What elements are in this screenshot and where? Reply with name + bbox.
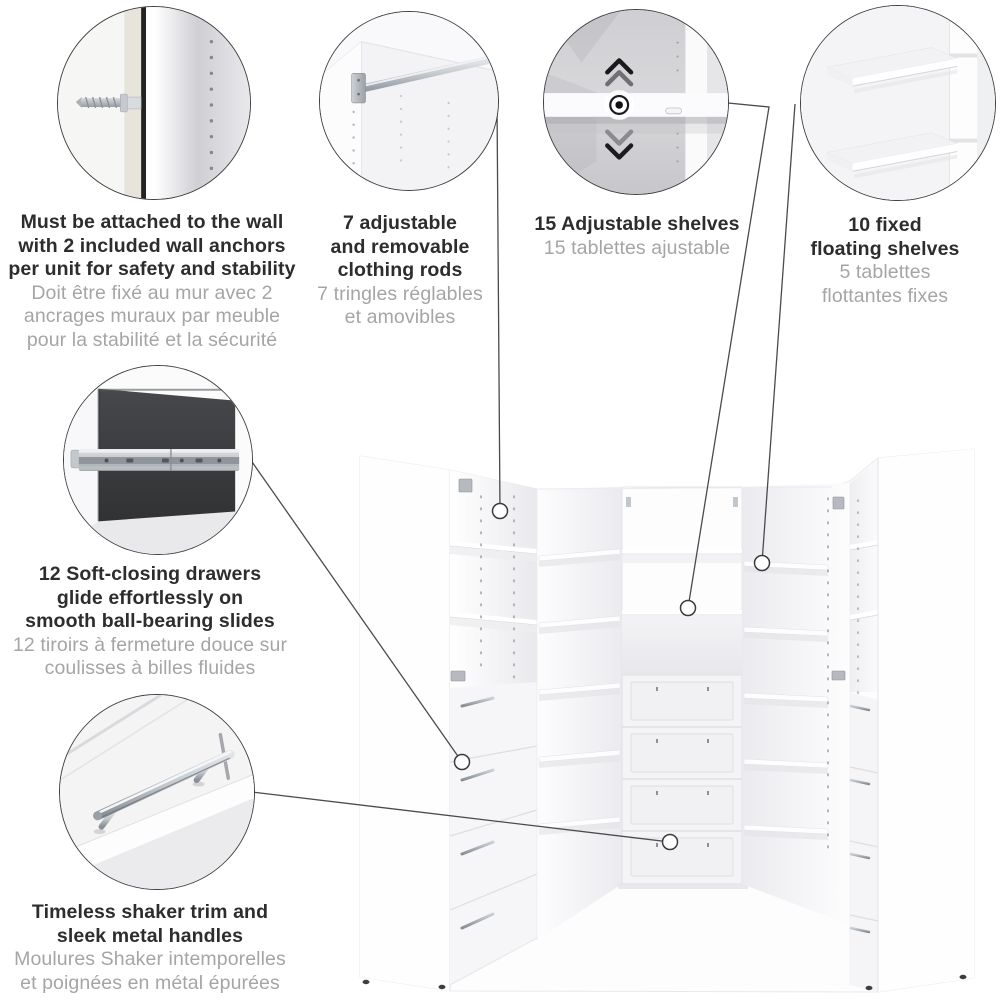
- ball-bearing-slide-icon: [70, 449, 240, 471]
- left-drawer-handles: [460, 696, 495, 930]
- rod-bracket: [832, 496, 845, 510]
- drawer-slide-detail-image: [63, 365, 253, 555]
- center-tower: [618, 486, 748, 889]
- floating-shelf-bottom: [825, 132, 978, 179]
- clothing-rod-icon: [351, 54, 498, 104]
- wall-anchor-screw-icon: [75, 93, 142, 113]
- left-wing-shelves: [450, 470, 537, 688]
- floating-shelf-top: [825, 47, 978, 94]
- clothing-rod-detail-image: [319, 11, 499, 191]
- adjustable-shelf-detail-image: [543, 9, 729, 195]
- caption-adjustable-shelves-en: 15 Adjustable shelves: [534, 213, 740, 235]
- shelf-pin: [665, 107, 682, 115]
- metal-handle-detail-image: [59, 694, 255, 890]
- caption-adjustable-shelves-fr: 15 tablettes ajustable: [543, 236, 731, 259]
- adjust-arrows-icon: [605, 58, 634, 160]
- shelf-pin-holes: [209, 39, 214, 171]
- wall-anchor-bracket: [831, 670, 846, 681]
- caption-adjustable-shelves: 15 Adjustable shelves 15 tablettes ajust…: [512, 213, 762, 260]
- wall-anchor-bracket: [450, 670, 466, 682]
- closet-illustration: [359, 448, 975, 993]
- left-drawer-stack: [450, 682, 537, 985]
- center-drawer-handles: [645, 685, 720, 845]
- right-drawer-handles: [849, 704, 871, 934]
- left-outer-panel: [360, 456, 450, 991]
- shelf-band: [544, 93, 728, 117]
- wall-anchor-detail-image: [57, 6, 251, 200]
- rod-bracket: [458, 478, 473, 493]
- right-wing-shelves: [850, 460, 878, 692]
- right-outer-panel: [878, 449, 974, 992]
- floating-shelves-detail-image: [800, 5, 996, 201]
- target-icon: [604, 90, 635, 120]
- bar-handle-icon: [93, 749, 235, 835]
- cabinet-feet: [362, 974, 967, 991]
